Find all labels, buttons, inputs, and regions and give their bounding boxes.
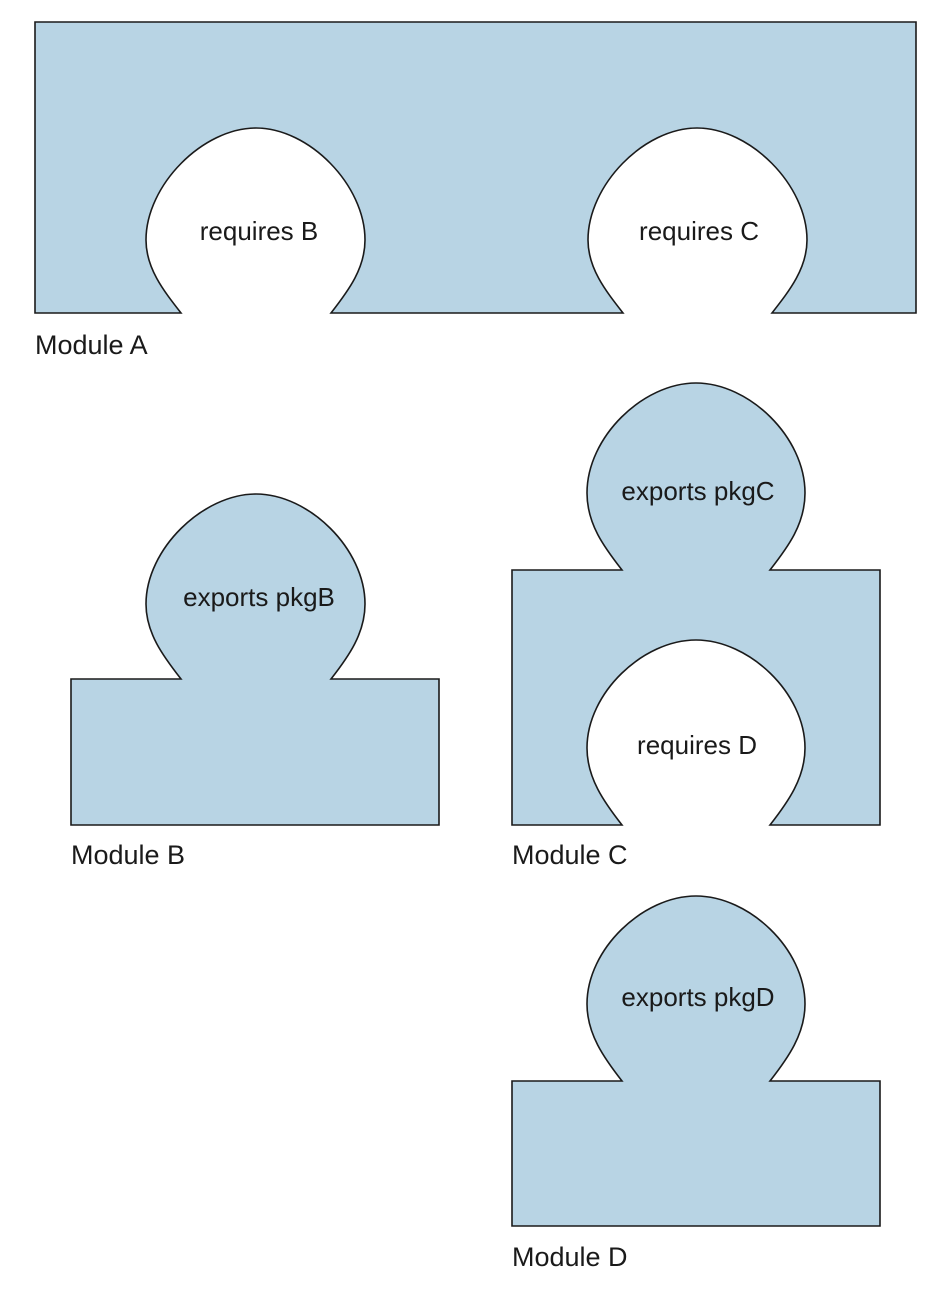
module-d-label: Module D xyxy=(512,1242,628,1272)
module-c: exports pkgC requires D Module C xyxy=(511,382,881,870)
module-b-shape xyxy=(70,493,440,826)
module-a-shape xyxy=(34,21,917,314)
module-b-exports-pkgb-label: exports pkgB xyxy=(183,582,335,612)
module-c-label: Module C xyxy=(512,840,628,870)
module-a-requires-b-label: requires B xyxy=(200,216,319,246)
module-c-shape xyxy=(511,382,881,826)
module-d-shape xyxy=(511,895,881,1227)
module-c-requires-d-label: requires D xyxy=(637,730,757,760)
module-a: requires B requires C Module A xyxy=(34,21,917,360)
module-a-label: Module A xyxy=(35,330,148,360)
module-c-exports-pkgc-label: exports pkgC xyxy=(621,476,774,506)
module-b-label: Module B xyxy=(71,840,185,870)
module-d: exports pkgD Module D xyxy=(511,895,881,1272)
module-b: exports pkgB Module B xyxy=(70,493,440,870)
module-a-requires-c-label: requires C xyxy=(639,216,759,246)
module-d-exports-pkgd-label: exports pkgD xyxy=(621,982,774,1012)
